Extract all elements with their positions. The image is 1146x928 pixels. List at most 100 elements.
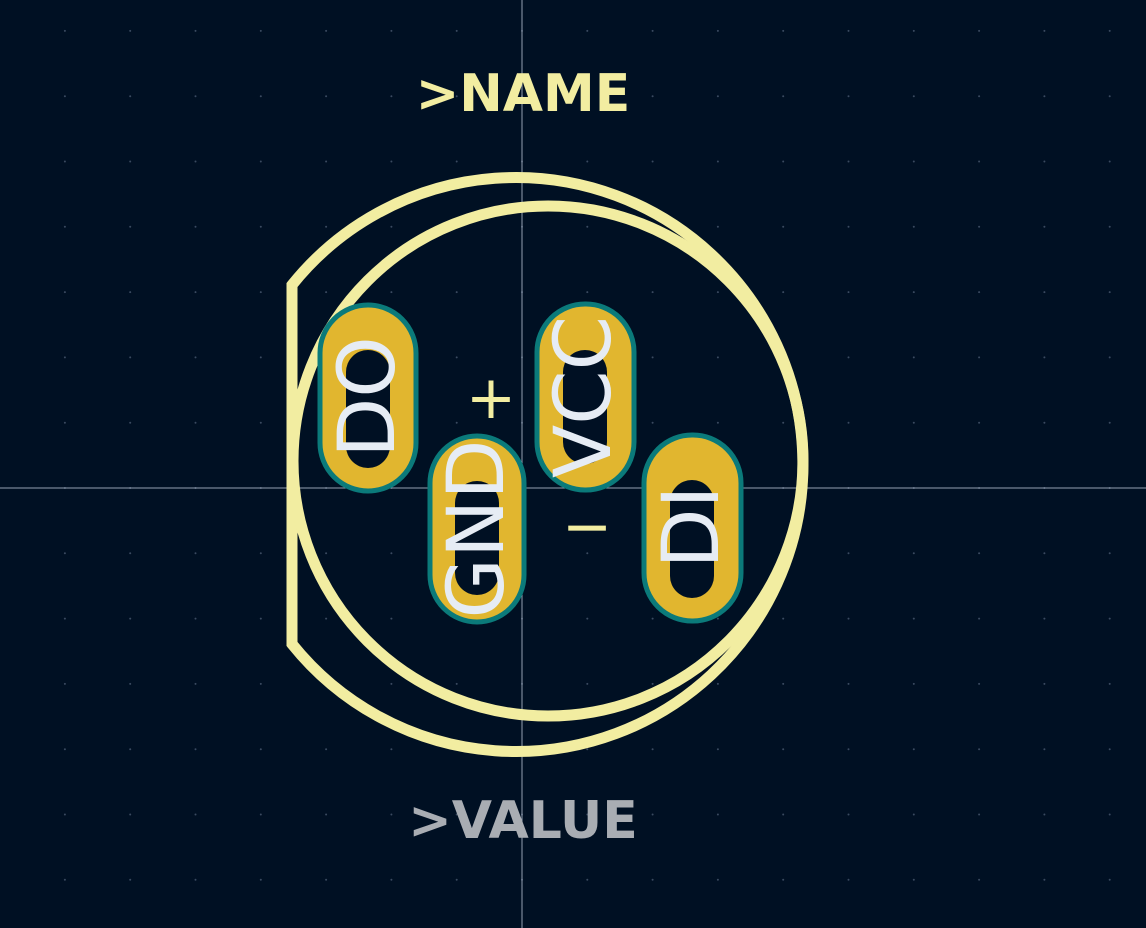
grid-dot <box>1043 682 1046 685</box>
grid-dot <box>129 356 132 359</box>
grid-dot <box>1043 813 1046 816</box>
grid-dot <box>129 421 132 424</box>
grid-dot <box>716 291 719 294</box>
grid-dot <box>1108 682 1111 685</box>
grid-dot <box>847 813 850 816</box>
grid-dot <box>978 160 981 163</box>
grid-dot <box>390 682 393 685</box>
grid-dot <box>259 878 262 881</box>
grid-dot <box>782 748 785 751</box>
pad-gnd-drill <box>455 481 499 595</box>
grid-dot <box>978 421 981 424</box>
grid-dot <box>912 552 915 555</box>
inner-body-circle <box>287 200 809 722</box>
pad-vcc-drill <box>563 350 607 464</box>
grid-dot <box>63 617 66 620</box>
grid-dot <box>847 552 850 555</box>
grid-dot <box>782 225 785 228</box>
grid-dot <box>63 291 66 294</box>
grid-dot <box>586 29 589 32</box>
grid-dot <box>1108 29 1111 32</box>
grid-dot <box>912 617 915 620</box>
grid-dot <box>651 748 654 751</box>
grid-dot <box>455 682 458 685</box>
grid-dot <box>194 552 197 555</box>
grid-dot <box>1043 160 1046 163</box>
grid-dot <box>455 356 458 359</box>
grid-dot <box>912 682 915 685</box>
grid-dot <box>325 160 328 163</box>
grid-dot <box>63 29 66 32</box>
grid-dot <box>1043 95 1046 98</box>
grid-dot <box>194 813 197 816</box>
grid-dot <box>912 29 915 32</box>
grid-dot <box>651 356 654 359</box>
grid-dot <box>390 617 393 620</box>
grid-dot <box>912 878 915 881</box>
grid-dot <box>325 95 328 98</box>
grid-dot <box>194 421 197 424</box>
grid-dot <box>847 356 850 359</box>
pad-gnd[interactable]: GND <box>427 433 527 625</box>
grid-dot <box>586 878 589 881</box>
grid-dot <box>978 682 981 685</box>
grid-dot <box>978 29 981 32</box>
grid-dot <box>194 748 197 751</box>
grid-dot <box>1108 356 1111 359</box>
grid-dot <box>978 748 981 751</box>
grid-dot <box>63 878 66 881</box>
grid-dot <box>716 225 719 228</box>
name-placeholder: >NAME <box>416 64 631 124</box>
grid-dot <box>847 29 850 32</box>
grid-dot <box>259 160 262 163</box>
pad-vcc[interactable]: VCC <box>534 301 637 493</box>
grid-dot <box>1108 552 1111 555</box>
grid-dot <box>259 748 262 751</box>
silkscreen-outline <box>286 172 809 757</box>
grid-dot <box>325 291 328 294</box>
grid-dot <box>194 95 197 98</box>
grid-dot <box>455 291 458 294</box>
grid-dot <box>390 29 393 32</box>
grid-dot <box>912 356 915 359</box>
grid-dot <box>1043 878 1046 881</box>
grid-dot <box>978 878 981 881</box>
grid-dot <box>716 748 719 751</box>
grid-dot <box>912 225 915 228</box>
grid-dot <box>390 291 393 294</box>
grid-dot <box>847 682 850 685</box>
grid-dot <box>259 291 262 294</box>
grid-dot <box>651 421 654 424</box>
grid-dot <box>586 160 589 163</box>
grid-dot <box>716 421 719 424</box>
pad-di[interactable]: DI <box>641 432 744 624</box>
grid-dot <box>847 421 850 424</box>
pad-do[interactable]: DO <box>317 302 419 494</box>
grid-dot <box>1043 552 1046 555</box>
grid-dot <box>1043 29 1046 32</box>
grid-dot <box>390 160 393 163</box>
grid-dot <box>259 225 262 228</box>
grid-dot <box>390 95 393 98</box>
grid-dot <box>651 617 654 620</box>
grid-dot <box>912 421 915 424</box>
grid-dot <box>1108 160 1111 163</box>
grid-dot <box>782 421 785 424</box>
grid-dot <box>259 95 262 98</box>
grid-dot <box>455 878 458 881</box>
grid-dot <box>1043 421 1046 424</box>
grid-dot <box>325 225 328 228</box>
grid-dot <box>259 356 262 359</box>
grid-dot <box>912 748 915 751</box>
grid-dot <box>586 225 589 228</box>
grid-dot <box>651 95 654 98</box>
grid-dot <box>325 617 328 620</box>
grid-dot <box>1043 617 1046 620</box>
pads: DO GND VCC DI <box>317 301 744 625</box>
grid-dot <box>716 160 719 163</box>
grid-dot <box>194 682 197 685</box>
minus-polarity-mark: − <box>562 492 612 562</box>
grid-dot <box>325 29 328 32</box>
grid-dot <box>129 682 132 685</box>
grid-dot <box>129 813 132 816</box>
